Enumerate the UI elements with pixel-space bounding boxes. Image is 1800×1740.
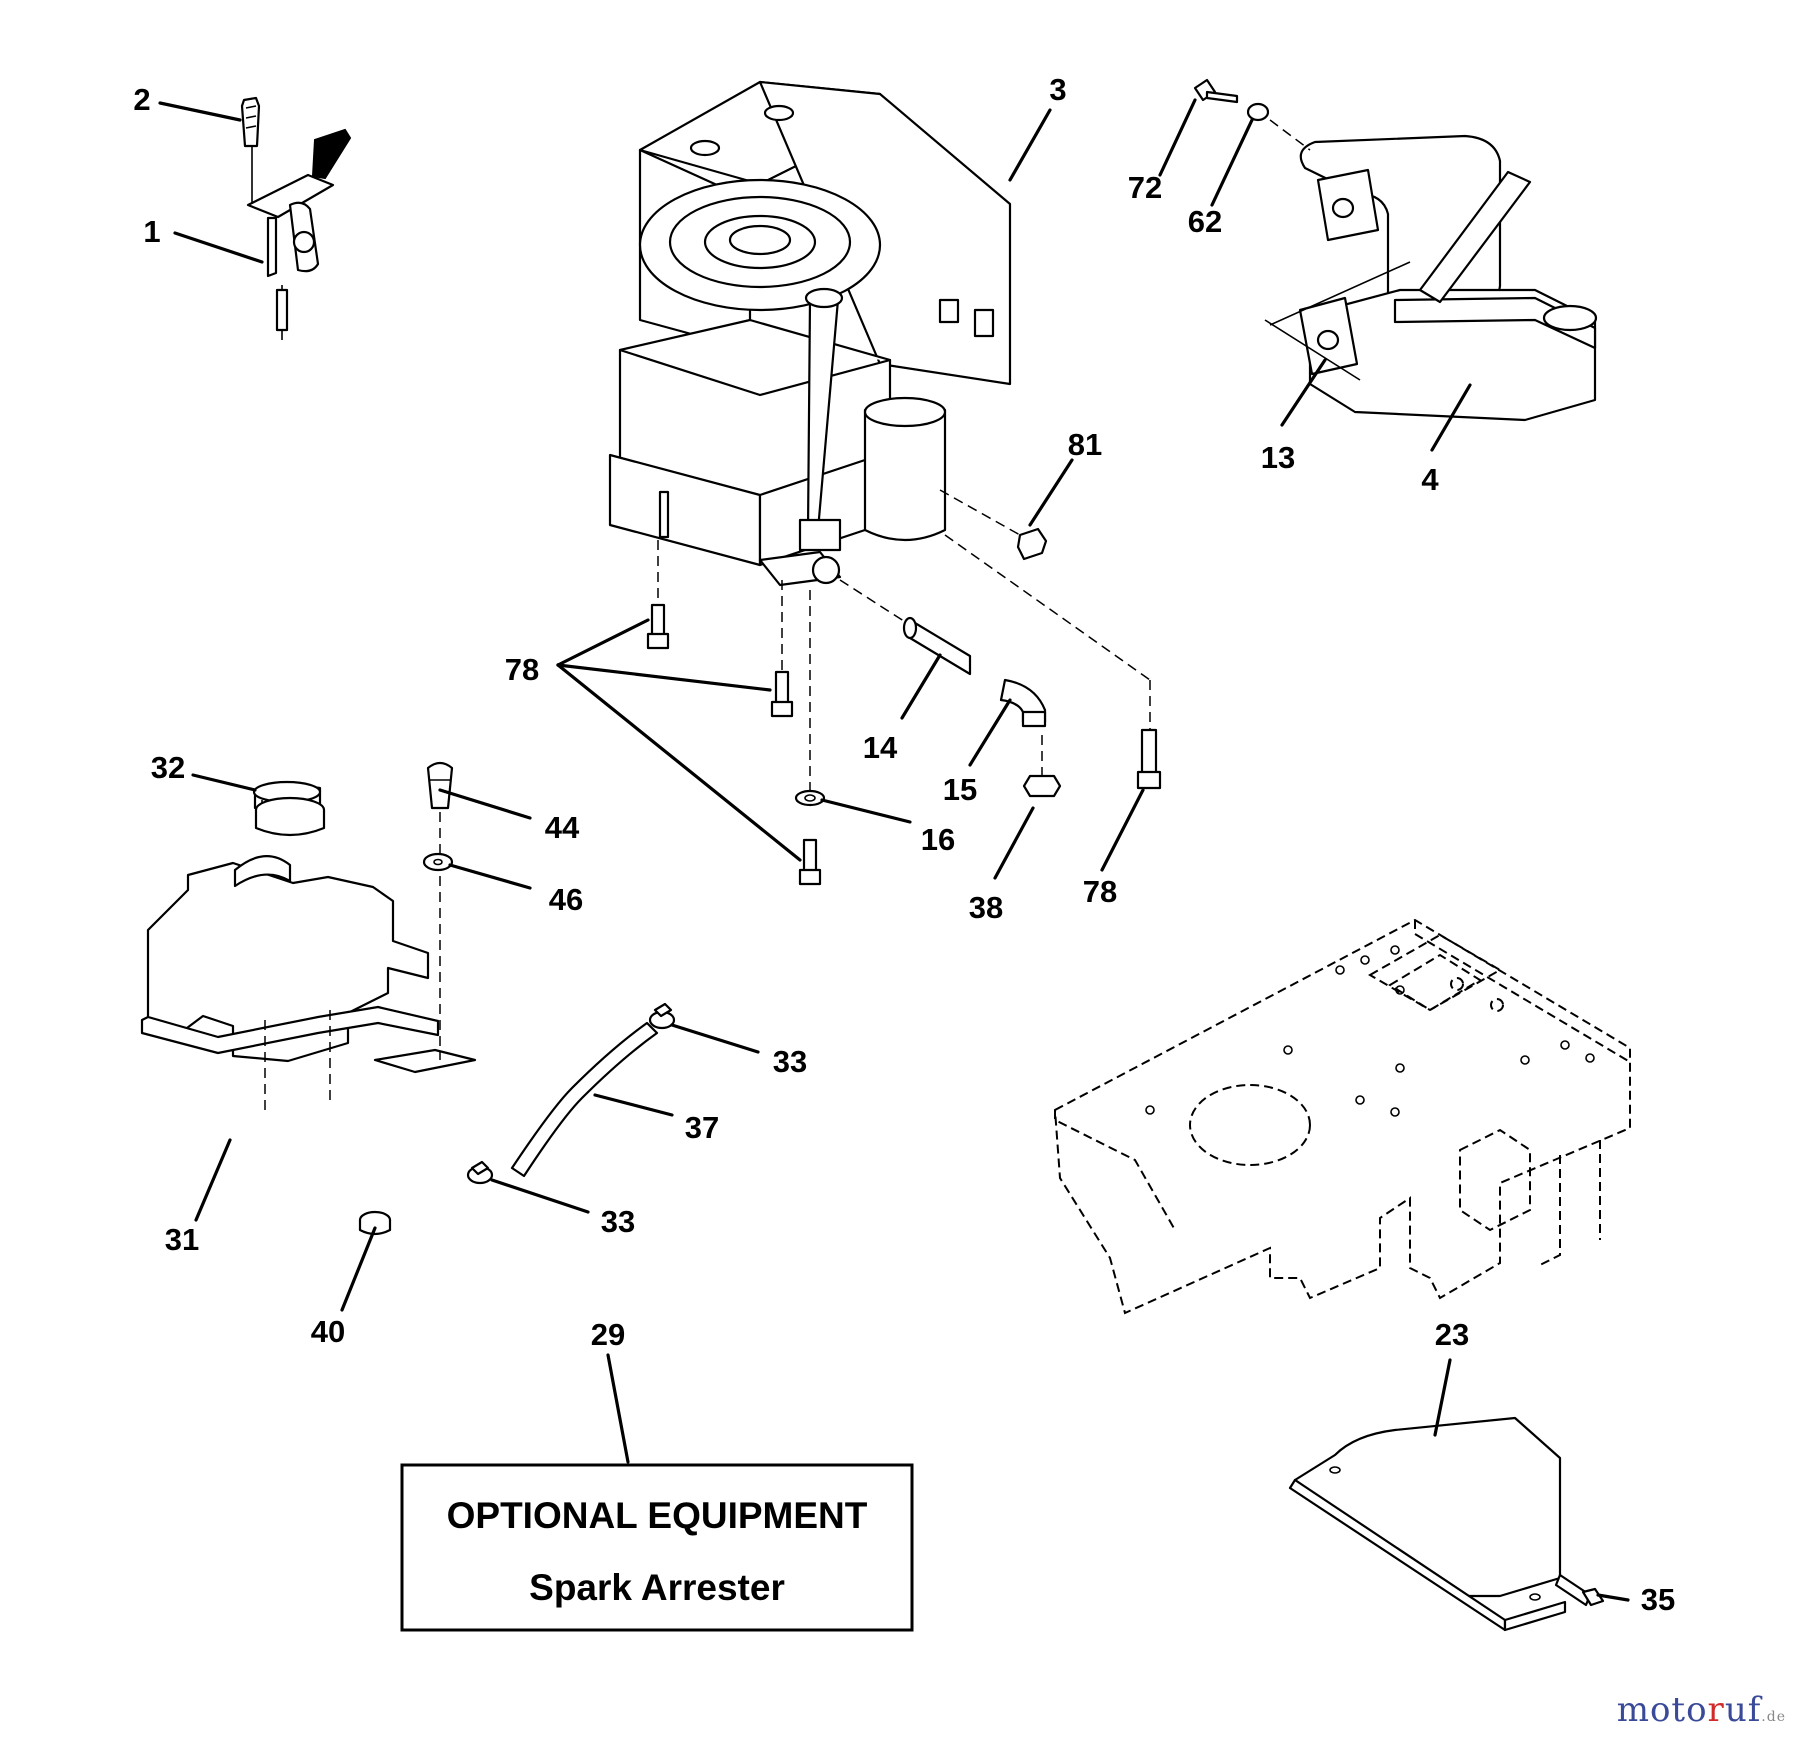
- watermark-suffix: .de: [1761, 1709, 1786, 1725]
- spark-arrester-label: Spark Arrester: [529, 1567, 785, 1608]
- callout-4: 4: [1421, 462, 1439, 497]
- callout-78-right: 78: [1083, 874, 1117, 909]
- callout-32: 32: [151, 750, 185, 785]
- callout-15: 15: [943, 772, 977, 807]
- optional-equipment-title: OPTIONAL EQUIPMENT: [447, 1495, 868, 1536]
- callout-40: 40: [311, 1314, 345, 1349]
- heat-shield-part: [1288, 1416, 1605, 1632]
- callout-35: 35: [1641, 1582, 1675, 1617]
- callout-44: 44: [545, 810, 580, 845]
- callout-62: 62: [1188, 204, 1222, 239]
- callout-33-top: 33: [773, 1044, 807, 1079]
- callout-29: 29: [591, 1317, 625, 1352]
- callout-numbers: 2 1 3 72 62 13 4 81 78 14 15 16 38 78 32…: [133, 72, 1675, 1617]
- callout-13: 13: [1261, 440, 1295, 475]
- callout-37: 37: [685, 1110, 719, 1145]
- callout-3: 3: [1049, 72, 1066, 107]
- callout-23: 23: [1435, 1317, 1469, 1352]
- watermark-part-3: uf: [1724, 1690, 1762, 1730]
- callout-38: 38: [969, 890, 1003, 925]
- watermark-part-1: moto: [1616, 1690, 1708, 1730]
- callout-81: 81: [1068, 427, 1102, 462]
- watermark-part-2: r: [1707, 1690, 1725, 1730]
- callout-78-left: 78: [505, 652, 539, 687]
- leader-lines: [158, 98, 1630, 1602]
- callout-33-bottom: 33: [601, 1204, 635, 1239]
- fuel-tank-part: [140, 761, 477, 1236]
- callout-2: 2: [133, 82, 150, 117]
- chassis-frame: [1053, 918, 1631, 1315]
- callout-31: 31: [165, 1222, 199, 1257]
- callout-16: 16: [921, 822, 955, 857]
- callout-72: 72: [1128, 170, 1162, 205]
- callout-14: 14: [863, 730, 898, 765]
- callout-46: 46: [549, 882, 583, 917]
- engine-part: [608, 80, 1012, 587]
- motoruf-watermark-logo: motoruf.de: [1617, 1690, 1786, 1730]
- muffler-part: [1193, 78, 1598, 422]
- callout-1: 1: [143, 214, 160, 249]
- optional-equipment-box: [400, 1463, 914, 1632]
- throttle-control-part: [240, 96, 352, 340]
- fuel-line-part: [466, 1002, 676, 1185]
- hardware-parts: [646, 489, 1162, 886]
